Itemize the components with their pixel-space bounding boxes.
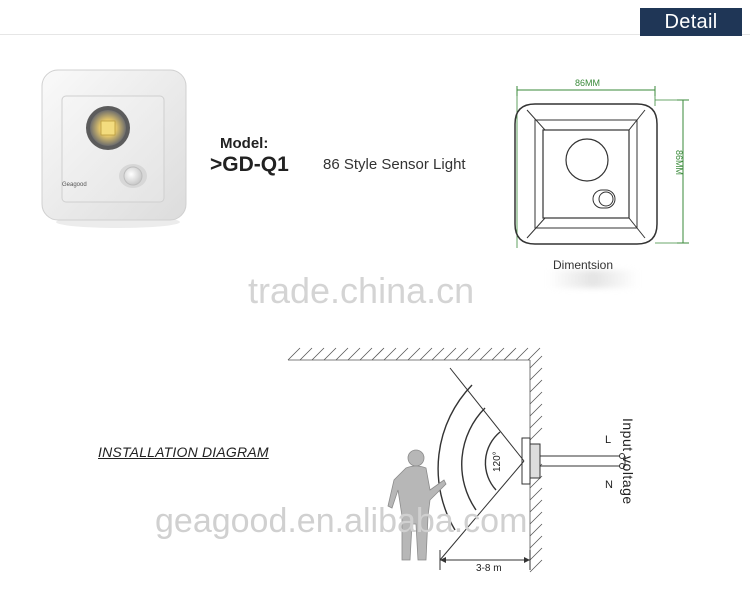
product-name: 86 Style Sensor Light	[323, 156, 466, 173]
detection-angle-label: 120°	[492, 451, 503, 472]
wire-l-label: L	[605, 434, 612, 446]
installation-title: INSTALLATION DIAGRAM	[98, 444, 269, 460]
dimension-drawing	[514, 86, 689, 248]
caption-blur	[548, 270, 638, 288]
input-voltage-label: Input voltage	[620, 418, 636, 505]
brand-logo: Geagood	[62, 182, 87, 188]
dimension-caption: Dimentsion	[553, 258, 614, 272]
header-divider	[0, 34, 750, 35]
wire-n-label: N	[605, 479, 613, 491]
watermark-geagood: geagood.en.alibaba.com	[155, 502, 528, 540]
product-photo	[41, 69, 187, 228]
watermark-trade: trade.china.cn	[248, 270, 475, 311]
detection-range-label: 3-8 m	[476, 563, 502, 574]
model-number: >GD-Q1	[210, 153, 289, 176]
person-figure	[387, 449, 447, 561]
model-label: Model:	[220, 135, 269, 152]
installation-diagram	[287, 347, 626, 573]
dimension-height-label: 86MM	[674, 150, 684, 176]
detail-banner: Detail	[640, 8, 742, 36]
dimension-width-label: 86MM	[575, 78, 601, 88]
